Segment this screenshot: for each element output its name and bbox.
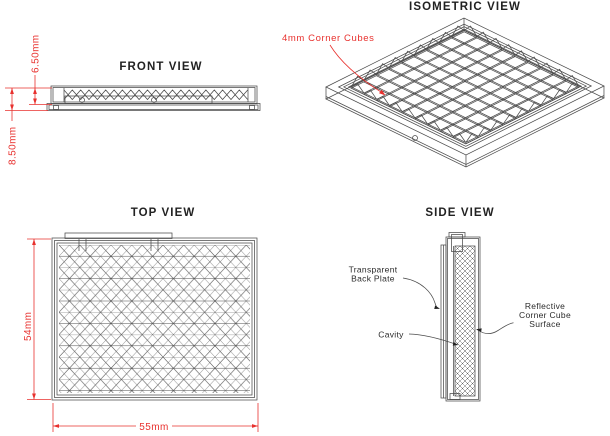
front-view: FRONT VIEW 6.50mm 8.50mm xyxy=(5,34,261,165)
reflective-label-line2: Corner Cube xyxy=(519,310,571,320)
dim-55mm: 55mm xyxy=(139,422,168,433)
front-view-title: FRONT VIEW xyxy=(119,61,202,73)
isometric-view: ISOMETRIC VIEW 4mm Corner Cubes xyxy=(282,1,605,168)
dim-54mm: 54mm xyxy=(23,312,34,341)
top-view-title: TOP VIEW xyxy=(131,207,196,219)
corner-cubes-label: 4mm Corner Cubes xyxy=(282,33,375,44)
top-view-drawing xyxy=(51,232,258,401)
top-corner-cube-lattice xyxy=(59,245,250,393)
reflective-label-line3: Surface xyxy=(529,319,560,329)
isometric-annotation: 4mm Corner Cubes xyxy=(282,33,386,96)
side-view: SIDE VIEW Transparent Back Plate Cavity … xyxy=(349,207,571,402)
top-view: TOP VIEW 54mm 55mm xyxy=(23,207,259,433)
cavity-leader xyxy=(408,333,457,345)
side-tab xyxy=(448,232,466,238)
back-plate-label-line1: Transparent xyxy=(349,265,398,275)
front-base-plate xyxy=(46,103,261,111)
top-tab xyxy=(64,232,173,239)
isometric-wireframe xyxy=(325,17,605,168)
reflective-leader xyxy=(476,322,514,334)
front-view-dimensions: 6.50mm 8.50mm xyxy=(5,34,52,165)
isometric-view-title: ISOMETRIC VIEW xyxy=(409,1,521,13)
dim-8-50mm: 8.50mm xyxy=(8,126,19,165)
corner-cubes-leader xyxy=(329,44,383,94)
cavity-label: Cavity xyxy=(378,330,404,340)
reflective-label-line1: Reflective xyxy=(525,301,565,311)
dim-6-50mm: 6.50mm xyxy=(31,34,42,73)
top-view-dimensions: 54mm 55mm xyxy=(23,238,259,433)
side-view-drawing xyxy=(440,232,481,402)
front-hole-left xyxy=(79,97,85,103)
side-view-title: SIDE VIEW xyxy=(425,207,494,219)
back-plate-label-line2: Back Plate xyxy=(351,274,395,284)
front-view-drawing xyxy=(46,85,261,111)
back-plate-leader xyxy=(402,277,439,309)
side-view-annotations: Transparent Back Plate Cavity Reflective… xyxy=(349,265,571,346)
side-corner-cube-column xyxy=(455,246,475,396)
front-hole-right xyxy=(151,97,157,103)
